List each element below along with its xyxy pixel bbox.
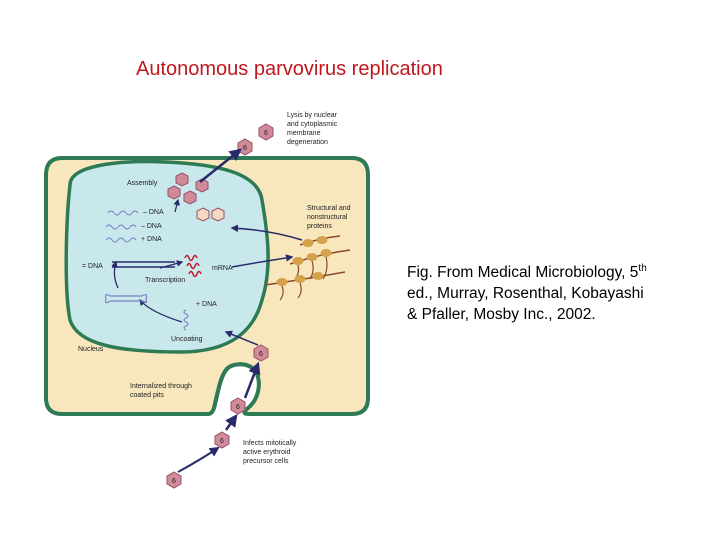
figure-caption: Fig. From Medical Microbiology, 5th ed.,… — [407, 262, 707, 325]
arrow-mrna-export — [231, 254, 294, 268]
label-minus-dna-1: – DNA — [143, 209, 164, 216]
virion-assembly-1 — [175, 172, 189, 187]
arrow-entry-to-pit — [224, 413, 238, 431]
arrow-infection — [177, 446, 220, 473]
label-ds-dna: = DNA — [82, 263, 103, 270]
label-nucleus: Nucleus — [78, 346, 104, 353]
label-assembly: Assembly — [127, 180, 158, 187]
virion-uncoating: 6 — [253, 344, 269, 362]
caption-line-2: ed., Murray, Rosenthal, Kobayashi — [407, 285, 644, 302]
virion-pit: 6 — [230, 397, 246, 415]
caption-line-3: & Pfaller, Mosby Inc., 2002. — [407, 306, 596, 323]
uncoating-coil — [183, 309, 189, 331]
virion-assembly-2 — [195, 178, 209, 193]
virion-assembly-4 — [183, 190, 197, 205]
label-internalized-2: coated pits — [130, 392, 164, 399]
label-uncoating: Uncoating — [171, 336, 203, 343]
mrna-squiggle — [184, 254, 202, 278]
capsid-protein-1 — [196, 207, 210, 222]
arrow-replication — [111, 260, 119, 289]
svg-text:6: 6 — [243, 145, 247, 152]
label-infects-3: precursor cells — [243, 458, 289, 465]
virion-assembly-3 — [167, 185, 181, 200]
arrow-lysis — [199, 148, 242, 183]
arrow-uncoating-up — [139, 299, 183, 323]
label-lysis-3: membrane — [287, 130, 321, 137]
label-lysis-2: and cytoplasmic — [287, 121, 338, 128]
ds-dna — [112, 261, 175, 268]
arrow-assembly — [173, 198, 180, 213]
capsid-protein-2 — [211, 207, 225, 222]
svg-text:6: 6 — [220, 438, 224, 445]
virion-lysis-1: 6 — [237, 138, 253, 156]
ss-dna-coil-3 — [105, 237, 137, 243]
label-internalized-1: Internalized through — [130, 383, 192, 390]
svg-text:6: 6 — [236, 404, 240, 411]
polysome-2 — [299, 235, 341, 247]
polysome-1 — [289, 249, 351, 280]
ss-dna-coil-1 — [107, 210, 139, 216]
label-lysis-4: degeneration — [287, 139, 328, 146]
arrow-entry-to-uncoating — [224, 330, 259, 346]
label-structural-3: proteins — [307, 223, 332, 230]
virion-lysis-2: 6 — [258, 123, 274, 141]
caption-superscript: th — [638, 262, 647, 274]
arrow-pit-to-cytoplasm — [243, 361, 261, 399]
label-plus-dna-1: + DNA — [141, 236, 162, 243]
ss-dna-coil-2 — [105, 224, 137, 230]
label-mrna: mRNA — [212, 265, 233, 272]
nucleus — [64, 159, 270, 354]
svg-text:6: 6 — [259, 351, 263, 358]
virion-entry-1: 6 — [214, 431, 230, 449]
caption-line-1: Fig. From Medical Microbiology, 5th — [407, 262, 647, 281]
label-plus-dna-2: + DNA — [196, 301, 217, 308]
svg-text:6: 6 — [172, 478, 176, 485]
hairpin-dna — [104, 293, 148, 304]
svg-text:6: 6 — [264, 130, 268, 137]
label-infects-2: active erythroid — [243, 449, 291, 456]
label-minus-dna-2: – DNA — [141, 223, 162, 230]
polysome-3 — [264, 271, 346, 301]
diagram-labels: Lysis by nuclear and cytoplasmic membran… — [78, 112, 351, 465]
virion-entry-2: 6 — [166, 471, 182, 489]
label-structural-2: nonstructural — [307, 214, 348, 221]
coated-pit — [212, 362, 258, 409]
label-lysis-1: Lysis by nuclear — [287, 112, 338, 119]
label-transcription: Transcription — [145, 277, 185, 284]
slide-title: Autonomous parvovirus replication — [136, 58, 443, 80]
arrow-proteins-to-nucleus — [230, 224, 303, 241]
label-structural-1: Structural and — [307, 205, 351, 212]
label-infects-1: Infects mitotically — [243, 440, 297, 447]
